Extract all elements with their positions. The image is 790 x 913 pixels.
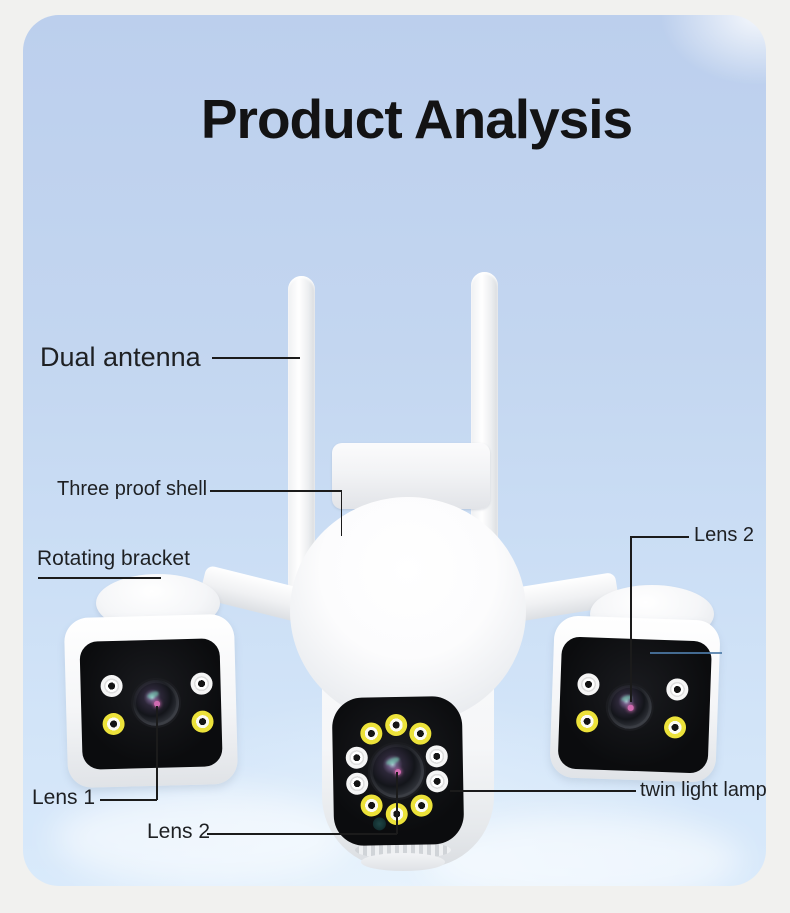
dual-antenna-callout-line <box>212 357 300 359</box>
side-camera-left <box>63 613 239 789</box>
lens2-bottom-callout-line <box>207 833 397 835</box>
label-twin-light-lamp: twin light lamp <box>640 779 766 801</box>
twin-light-lamp-callout-line <box>450 790 636 792</box>
white-led <box>346 772 369 795</box>
lens1-callout-line <box>100 799 157 801</box>
label-dual-antenna: Dual antenna <box>40 342 201 372</box>
label-rotating-bracket: Rotating bracket <box>37 547 190 570</box>
lens2-bottom-callout-line <box>396 772 398 834</box>
yellow-led <box>663 716 687 739</box>
three-proof-shell-callout-line <box>210 490 342 492</box>
antenna-left <box>288 276 315 596</box>
side-camera-left-face <box>79 638 223 770</box>
accent-line <box>650 652 722 654</box>
white-led <box>425 770 449 793</box>
lens2-right-callout-line <box>631 536 689 538</box>
page-title: Product Analysis <box>200 88 633 150</box>
label-lens1: Lens 1 <box>32 786 96 809</box>
white-led <box>190 672 213 695</box>
white-led <box>100 674 123 698</box>
side-camera-right-face <box>557 636 713 774</box>
yellow-led <box>410 794 433 817</box>
lens1-callout-line <box>156 706 158 800</box>
yellow-led <box>102 712 125 736</box>
cloud-decoration <box>53 790 353 885</box>
camera-face-panel <box>331 695 465 847</box>
white-led <box>665 678 689 701</box>
camera-base <box>361 853 445 871</box>
rotating-bracket-callout-line <box>38 577 161 579</box>
yellow-led <box>409 722 432 745</box>
yellow-led <box>360 794 383 817</box>
side-camera-right <box>549 615 721 783</box>
label-three-proof-shell: Three proof shell <box>57 478 208 500</box>
label-lens2-bottom: Lens 2 <box>147 820 211 843</box>
light-sensor <box>372 817 387 831</box>
white-led <box>425 745 448 768</box>
lens2-right-callout-line <box>630 536 632 702</box>
three-proof-shell-callout-line <box>340 490 342 536</box>
white-led <box>345 746 368 769</box>
label-lens2-right: Lens 2 <box>694 524 755 546</box>
yellow-led <box>191 710 214 733</box>
camera-dome <box>290 497 526 725</box>
yellow-led <box>360 722 383 745</box>
white-led <box>577 672 600 696</box>
product-card: Product Analysis <box>23 15 766 886</box>
yellow-led <box>575 709 599 733</box>
yellow-led <box>385 713 408 737</box>
